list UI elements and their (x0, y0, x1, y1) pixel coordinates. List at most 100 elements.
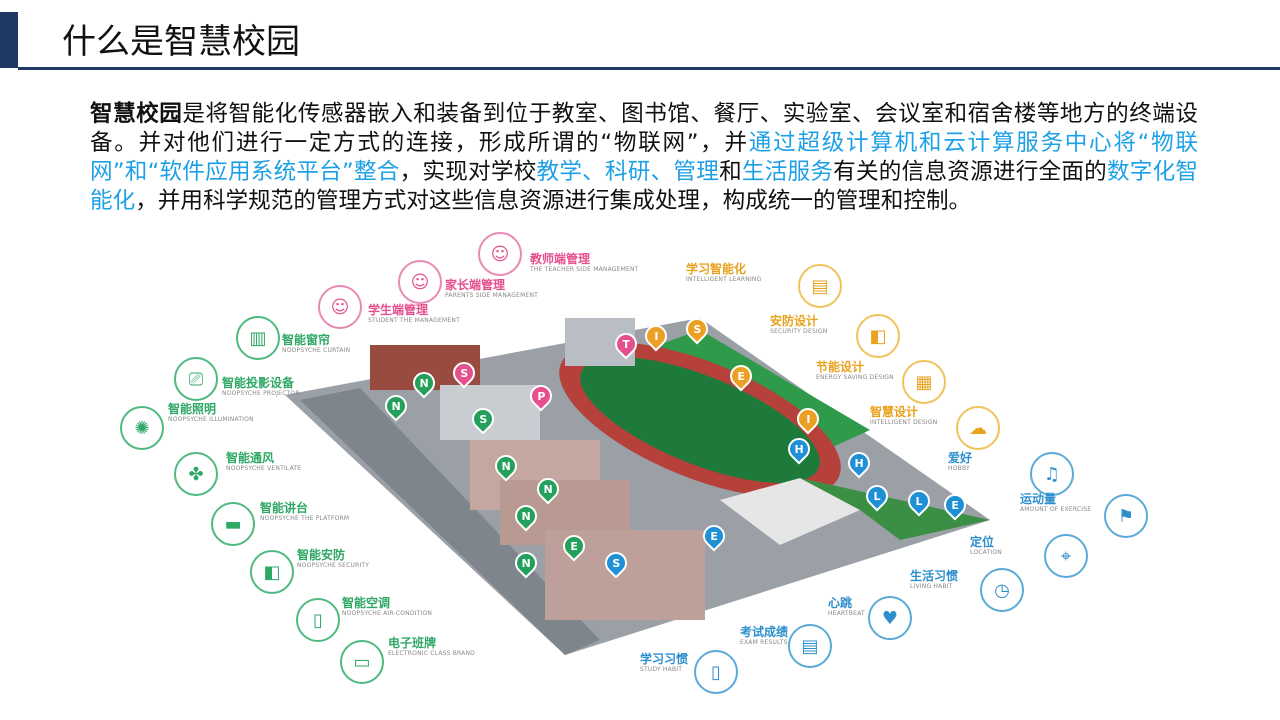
callout-subtitle: NOOPSYCHE THE PLATFORM (260, 515, 350, 522)
marker-letter: I (653, 329, 659, 343)
paragraph-segment: 通过超级计算机和云计算服务中心将“物联网”和“软件应用系统平台”整合 (90, 130, 1198, 185)
callout-title: 家长端管理 (445, 278, 506, 292)
parent-icon: ☺ (398, 260, 442, 304)
callout-subtitle: SECURITY DESIGN (770, 328, 828, 335)
marker-letter: L (873, 489, 881, 503)
marker-letter: E (951, 498, 959, 512)
callout-subtitle: HEARTBEAT (828, 610, 865, 617)
callout-title: 生活习惯 (910, 569, 959, 583)
callout-title: 考试成绩 (740, 625, 789, 639)
football-field (580, 357, 820, 483)
cloud-icon: ☁ (956, 406, 1000, 450)
marker-letter: N (391, 399, 401, 413)
callout-subtitle: LIVING HABIT (910, 583, 953, 590)
marker-letter: N (501, 459, 511, 473)
marker-letter: E (737, 369, 745, 383)
callout-title: 学生端管理 (368, 303, 429, 317)
solar-panel-icon: ▦ (902, 360, 946, 404)
projector-icon: ⎚ (174, 357, 218, 401)
marker-letter: T (622, 337, 630, 351)
paragraph-segment: 数字化智能化 (90, 159, 1199, 214)
marker-letter: S (612, 556, 620, 570)
callout-subtitle: STUDY HABIT (640, 666, 683, 673)
fan-icon: ✤ (174, 452, 218, 496)
callout-subtitle: NOOPSYCHE VENTILATE (226, 465, 302, 472)
callout-title: 智能讲台 (260, 501, 309, 515)
callout-title: 运动量 (1020, 492, 1057, 506)
callout-subtitle: THE TEACHER SIDE MANAGEMENT (530, 266, 639, 273)
paragraph-segment: 智慧校园 (90, 101, 183, 127)
callout-title: 智能空调 (342, 596, 391, 610)
callout-title: 智能通风 (226, 451, 275, 465)
curtain-icon: ▥ (236, 316, 280, 360)
light-icon: ✺ (120, 406, 164, 450)
intro-paragraph: 智慧校园是将智能化传感器嵌入和装备到位于教室、图书馆、餐厅、实验室、会议室和宿舍… (90, 100, 1198, 216)
heart-icon: ♥ (868, 596, 912, 640)
sports-courts (800, 478, 990, 540)
paragraph-segment: ，实现对学校 (399, 159, 537, 185)
paragraph-segment: 教学、科研、管理 (536, 159, 720, 185)
hobby-icon: ♫ (1030, 452, 1074, 496)
paragraph-segment: 是将智能化传感器嵌入和装备到位于教室、图书馆、餐厅、实验室、会议室和宿舍楼等地方… (90, 101, 1198, 156)
callout-title: 智慧设计 (870, 405, 919, 419)
callout-subtitle: INTELLIGENT DESIGN (870, 419, 938, 426)
air-conditioner-icon: ▯ (296, 598, 340, 642)
paragraph-segment: 和 (719, 159, 742, 185)
callout-title: 学习习惯 (640, 652, 689, 666)
marker-letter: N (419, 376, 429, 390)
callout-subtitle: NOOPSYCHE CURTAIN (282, 347, 351, 354)
book-icon: ▤ (798, 264, 842, 308)
callout-subtitle: INTELLIGENT LEARNING (686, 276, 762, 283)
marker-letter: H (854, 456, 864, 470)
title-divider (18, 67, 1280, 70)
callout-title: 电子班牌 (388, 636, 437, 650)
callout-subtitle: HOBBY (948, 465, 970, 472)
marker-letter: I (805, 412, 811, 426)
camera-icon: ◧ (250, 550, 294, 594)
callout-subtitle: NOOPSYCHE AIR-CONDITION (342, 610, 433, 617)
gymnasium (720, 478, 860, 545)
callout-title: 智能窗帘 (282, 333, 331, 347)
marker-letter: P (536, 389, 546, 403)
callout-subtitle: LOCATION (970, 549, 1002, 556)
marker-letter: S (693, 322, 701, 336)
callout-subtitle: NOOPSYCHE ILLUMINATION (168, 416, 254, 423)
callout-title: 爱好 (948, 451, 973, 465)
callout-subtitle: PARENTS SIDE MANAGEMENT (445, 292, 538, 299)
marker-letter: N (521, 509, 531, 523)
paragraph-segment: 生活服务 (741, 159, 834, 185)
marker-letter: H (794, 442, 804, 456)
callout-subtitle: ENERGY SAVING DESIGN (816, 374, 894, 381)
camera-icon: ◧ (856, 314, 900, 358)
alarm-clock-icon: ◷ (980, 568, 1024, 612)
callout-title: 智能照明 (168, 402, 217, 416)
open-book-icon: ▯ (694, 650, 738, 694)
marker-letter: N (521, 556, 531, 570)
callout-title: 智能安防 (297, 548, 346, 562)
road (300, 388, 600, 655)
callout-subtitle: EXAM RESULTS (740, 639, 788, 646)
callout-title: 安防设计 (770, 314, 819, 328)
teacher-icon: ☺ (478, 232, 522, 276)
callout-title: 节能设计 (816, 360, 865, 374)
marker-letter: E (570, 539, 578, 553)
page-title: 什么是智慧校园 (62, 22, 300, 62)
callout-subtitle: ELECTRONIC CLASS BRAND (388, 650, 475, 657)
callout-title: 心跳 (828, 596, 853, 610)
callout-subtitle: NOOPSYCHE SECURITY (297, 562, 370, 569)
callout-title: 教师端管理 (530, 252, 591, 266)
